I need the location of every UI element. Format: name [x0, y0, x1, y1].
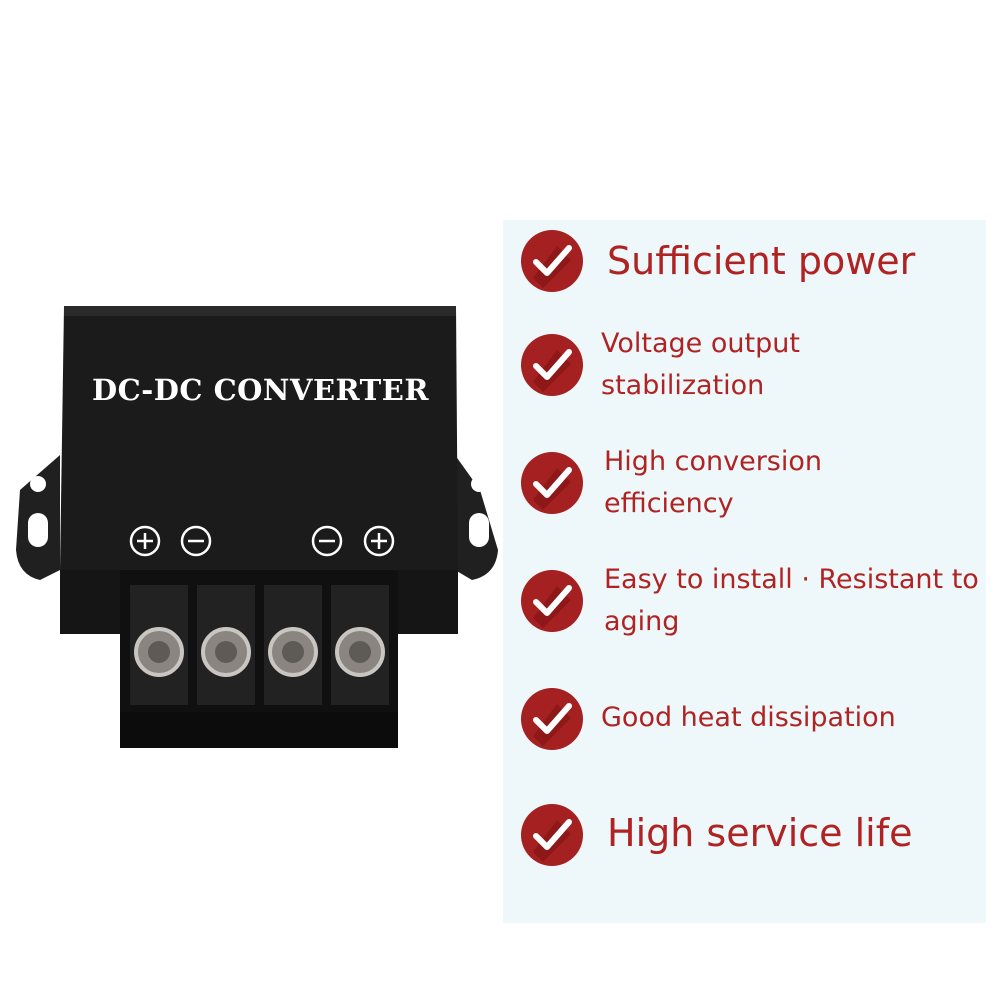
- feature-text: Good heat dissipation: [601, 702, 896, 733]
- plus-symbol-2: [363, 525, 395, 557]
- right-screw-hole: [471, 476, 487, 492]
- feature-text: Voltage output stabilization: [601, 328, 800, 401]
- plus-symbol-1: [129, 525, 161, 557]
- check-circle-icon: [519, 568, 585, 634]
- converter-device: [16, 306, 498, 748]
- check-circle-icon: [519, 686, 585, 752]
- check-circle-icon: [519, 332, 585, 398]
- check-circle-icon: [519, 228, 585, 294]
- left-slot-hole: [28, 513, 48, 547]
- feature-text: High conversion efficiency: [604, 446, 823, 519]
- terminal-screws: [134, 627, 385, 677]
- features-panel: Sufficient power Voltage output stabiliz…: [503, 220, 986, 923]
- feature-text: High service life: [607, 811, 913, 855]
- device-top-edge: [64, 306, 456, 316]
- minus-symbol-1: [180, 525, 212, 557]
- device-label: DC-DC CONVERTER: [92, 373, 429, 407]
- feature-text: Easy to install · Resistant to aging: [604, 564, 979, 637]
- terminal-base: [120, 712, 398, 748]
- right-slot-hole: [469, 513, 489, 547]
- check-circle-icon: [519, 802, 585, 868]
- left-screw-hole: [30, 476, 46, 492]
- device-body: [60, 306, 458, 570]
- product-image: DC-DC CONVERTER: [0, 0, 500, 1001]
- feature-text: Sufficient power: [607, 239, 916, 283]
- minus-symbol-2: [311, 525, 343, 557]
- check-circle-icon: [519, 450, 585, 516]
